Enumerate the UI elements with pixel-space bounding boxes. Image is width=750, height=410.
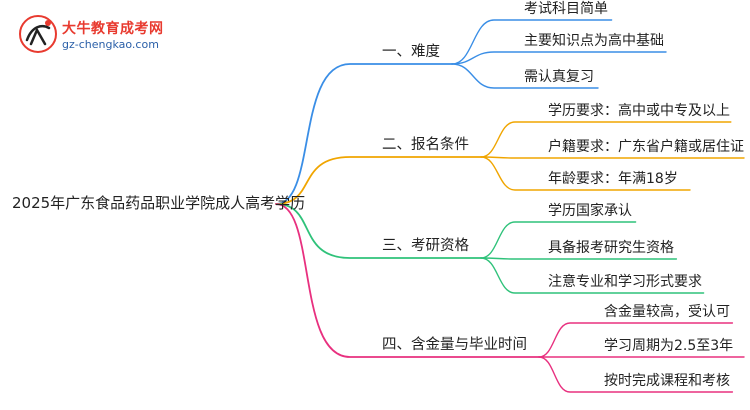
leaf-connector-4-1 <box>538 322 734 358</box>
leaf-label-4-1: 含金量较高，受认可 <box>604 304 730 320</box>
logo-title: 大牛教育成考网 <box>62 21 164 37</box>
leaf-connector-1-1 <box>451 19 613 65</box>
leaf-label-1-3: 需认真复习 <box>524 69 594 85</box>
branch-label-2: 二、报名条件 <box>382 137 469 153</box>
leaf-connector-2-3 <box>480 156 691 191</box>
branch-connector-3 <box>275 203 482 259</box>
leaf-connector-3-1 <box>480 221 637 259</box>
leaf-connector-1-3 <box>451 63 599 89</box>
leaf-label-3-3: 注意专业和学习形式要求 <box>548 274 702 290</box>
leaf-label-1-1: 考试科目简单 <box>524 1 608 17</box>
leaf-label-4-3: 按时完成课程和考核 <box>604 373 730 389</box>
leaf-connector-3-3 <box>480 257 705 294</box>
logo-url: gz-chengkao.com <box>62 38 159 51</box>
leaf-label-3-1: 学历国家承认 <box>548 203 632 219</box>
leaf-connector-4-3 <box>538 356 734 393</box>
leaf-connector-1-2 <box>451 51 667 65</box>
leaf-label-3-2: 具备报考研究生资格 <box>548 240 674 256</box>
root-topic: 2025年广东食品药品职业学院成人高考学历 <box>12 194 306 212</box>
branch-connector-4 <box>275 203 540 358</box>
leaf-label-2-3: 年龄要求：年满18岁 <box>548 171 678 187</box>
branch-label-1: 一、难度 <box>382 44 440 60</box>
leaf-label-4-2: 学习周期为2.5至3年 <box>604 338 734 354</box>
leaf-label-2-1: 学历要求：高中或中专及以上 <box>548 103 730 119</box>
branch-connector-2 <box>275 156 482 205</box>
logo-emblem-icon <box>19 15 57 53</box>
site-logo[interactable]: 大牛教育成考网 gz-chengkao.com <box>18 14 168 58</box>
branch-label-4: 四、含金量与毕业时间 <box>382 337 527 353</box>
leaf-connector-2-2 <box>480 156 745 159</box>
leaf-label-1-2: 主要知识点为高中基础 <box>524 33 664 49</box>
leaf-connector-2-1 <box>480 121 732 158</box>
branch-label-3: 三、考研资格 <box>382 238 469 254</box>
leaf-connector-3-2 <box>480 257 678 260</box>
branch-connector-1 <box>275 63 453 205</box>
leaf-label-2-2: 户籍要求：广东省户籍或居住证 <box>548 139 744 155</box>
